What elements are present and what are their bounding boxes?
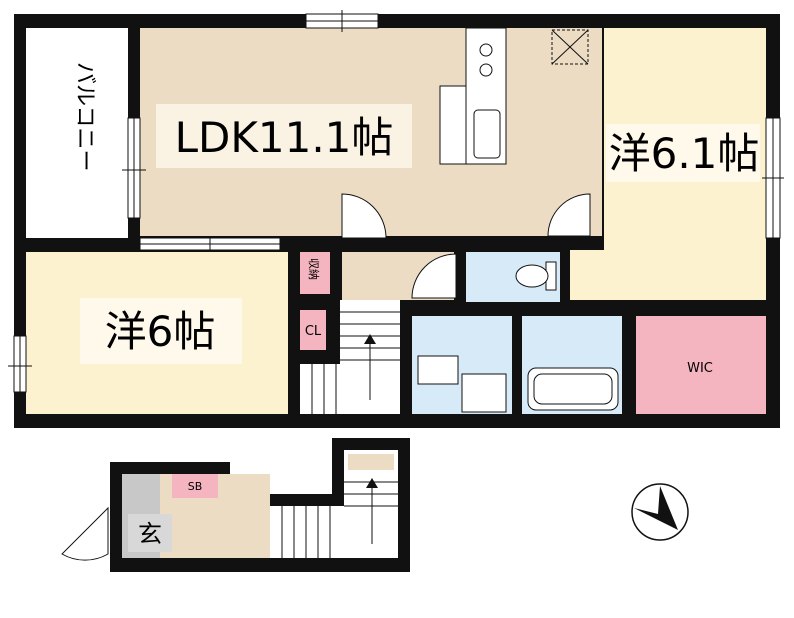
kitchen-counter-side: [439, 85, 467, 165]
western-left-label-bg: [80, 298, 242, 364]
stove-burner: [479, 43, 493, 57]
door-entrance: [61, 506, 109, 561]
ldk-label: LDK11.1帖: [175, 113, 394, 162]
bathtub: [527, 367, 619, 411]
entrance-label: 玄: [138, 520, 162, 548]
balcony-label: バルコニー: [72, 62, 97, 172]
western-right-label: 洋6.1帖: [609, 129, 760, 178]
closet-floor: [300, 310, 326, 350]
toilet-bowl: [515, 264, 549, 288]
kitchen-sink: [473, 109, 501, 159]
shoe-box-label: SB: [188, 480, 203, 493]
stove-burner: [479, 63, 493, 77]
washing-machine-space: [461, 373, 507, 413]
closet-label: CL: [305, 324, 322, 339]
ldk-label-bg: [156, 104, 412, 168]
compass-icon: [631, 483, 689, 541]
western-left-label: 洋6帖: [105, 307, 216, 356]
bathtub-inner: [533, 373, 613, 405]
door-ldk: [341, 193, 387, 239]
storage-floor: [300, 252, 330, 294]
stairs-arrow-icon: [364, 334, 376, 344]
lower-stair-floor: [270, 506, 344, 558]
lower-landing-floor: [348, 454, 394, 470]
stair-floor-lower: [300, 364, 340, 414]
wic-floor: [636, 316, 766, 414]
shoe-box-floor: [172, 474, 218, 498]
stairs-lower: [281, 481, 398, 558]
stairs-arrow-icon: [366, 478, 378, 488]
door-toilet: [411, 253, 457, 299]
balcony-floor: [26, 28, 128, 238]
door-western-right: [547, 193, 591, 237]
storage-label: 収納: [307, 258, 320, 280]
wic-label: WIC: [687, 361, 713, 376]
stairs-upper: [311, 311, 400, 414]
western-right-floor-extension: [570, 250, 766, 300]
entrance-label-bg: [128, 514, 172, 552]
fridge-space: [551, 29, 589, 65]
western-right-label-bg: [606, 124, 760, 182]
wash-basin: [417, 355, 459, 385]
